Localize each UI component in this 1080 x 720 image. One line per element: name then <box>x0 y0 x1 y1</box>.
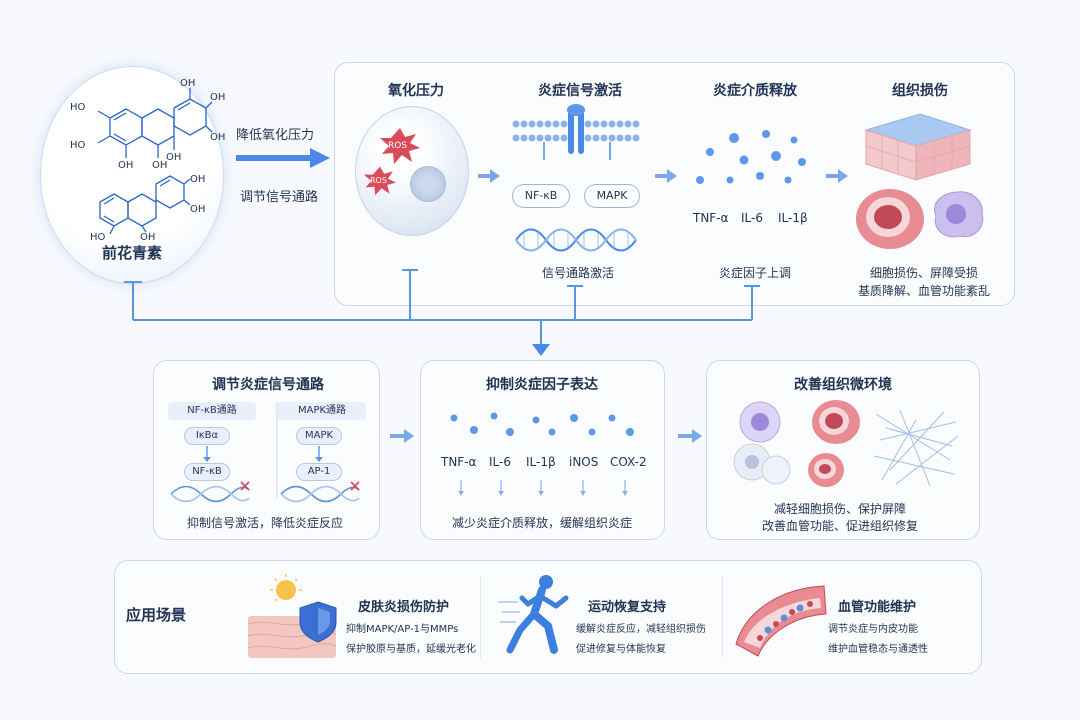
anthocyanin-name: 前花青素 <box>101 244 162 262</box>
svg-text:OH: OH <box>140 232 155 243</box>
microenv-cells-icon <box>733 400 959 487</box>
skin-shield-icon <box>247 574 337 658</box>
cytokine-particles-icon <box>450 412 634 436</box>
ros-burst-icon <box>380 128 420 164</box>
app-1-line-1: 抑制MAPK/AP-1与MMPs <box>346 624 459 635</box>
cytokine-panel-title: 抑制炎症因子表达 <box>486 377 598 393</box>
entry-label-top: 降低氧化压力 <box>236 128 315 143</box>
blood-vessel-icon <box>856 189 924 249</box>
svg-text:OH: OH <box>152 160 167 171</box>
app-3-line-2: 维护血管稳态与通透性 <box>828 644 928 655</box>
factor-il6: IL-6 <box>489 455 511 469</box>
nfkb-path-label: NF-κB通路 <box>168 402 256 420</box>
cytokine-tnf: TNF-α <box>693 211 729 225</box>
ros-badge-1: ROS <box>388 141 408 151</box>
divider <box>480 576 481 658</box>
stage-4-caption-2: 基质降解、血管功能紊乱 <box>857 284 990 298</box>
stage-title-tissue-damage: 组织损伤 <box>892 83 948 99</box>
entry-label-bottom: 调节信号通路 <box>240 190 319 205</box>
ros-badge-2: ROS <box>370 176 387 185</box>
nfkb-node-mid: NF-κB <box>184 463 230 481</box>
signaling-panel-title: 调节炎症信号通路 <box>212 377 324 393</box>
right-arrow-icon <box>655 169 677 183</box>
app-2-line-2: 促进修复与体能恢复 <box>576 644 666 655</box>
nfkb-node: NF-κB <box>512 184 570 208</box>
svg-text:HO: HO <box>90 232 106 243</box>
right-arrow-icon <box>390 429 414 443</box>
app-2-title: 运动恢复支持 <box>588 600 667 615</box>
svg-text:OH: OH <box>166 152 181 163</box>
tissue-block-icon <box>864 113 972 181</box>
runner-icon <box>498 575 569 654</box>
right-arrow-icon <box>826 169 848 183</box>
stage-title-inflammatory-signal: 炎症信号激活 <box>538 83 622 99</box>
stage-title-oxidative-stress: 氧化压力 <box>388 83 444 99</box>
immune-cell-icon <box>934 191 984 238</box>
app-3-title: 血管功能维护 <box>838 600 917 615</box>
mapk-node-mid: MAPK <box>296 427 342 445</box>
ros-burst-icon <box>364 166 396 196</box>
signaling-panel-caption: 抑制信号激活，降低炎症反应 <box>186 516 343 530</box>
down-arrows-icon <box>458 480 628 496</box>
mapk-path-label: MAPK通路 <box>278 402 366 420</box>
app-1-line-2: 保护胶原与基质，延缓光老化 <box>346 644 476 655</box>
app-2-line-1: 缓解炎症反应，减轻组织损伤 <box>576 624 706 635</box>
entry-arrow-icon <box>236 148 330 168</box>
factor-cox2: COX-2 <box>610 455 647 469</box>
stage-3-caption: 炎症因子上调 <box>718 266 791 280</box>
factor-il1b: IL-1β <box>526 455 556 469</box>
membrane-receptor-icon <box>512 104 640 160</box>
divider <box>722 576 723 658</box>
svg-text:OH: OH <box>210 132 225 143</box>
dna-helix-icon <box>515 228 637 252</box>
svg-text:OH: OH <box>190 204 205 215</box>
app-1-title: 皮肤炎损伤防护 <box>358 600 450 615</box>
nucleus-icon <box>410 166 446 202</box>
stage-2-caption: 信号通路激活 <box>541 266 614 280</box>
microenv-caption-1: 减轻细胞损伤、保护屏障 <box>773 502 906 516</box>
app-3-line-1: 调节炎症与内皮功能 <box>828 624 918 635</box>
anthocyanin-molecule-circle <box>40 66 224 284</box>
svg-text:OH: OH <box>180 78 195 89</box>
ap1-node: AP-1 <box>296 463 342 481</box>
svg-text:OH: OH <box>118 160 133 171</box>
blood-vessel-icon <box>735 585 827 657</box>
microenv-caption-2: 改善血管功能、促进组织修复 <box>761 519 918 533</box>
applications-title: 应用场景 <box>126 606 187 624</box>
pathway-arrows-icon <box>170 402 360 503</box>
microenv-panel-title: 改善组织微环境 <box>794 377 892 393</box>
svg-text:OH: OH <box>190 174 205 185</box>
cytokine-panel-caption: 减少炎症介质释放，缓解组织炎症 <box>451 516 632 530</box>
cell-icon <box>355 106 469 236</box>
mapk-node: MAPK <box>584 184 640 208</box>
svg-text:OH: OH <box>210 92 225 103</box>
factor-tnf: TNF-α <box>441 455 477 469</box>
right-arrow-icon <box>678 429 702 443</box>
signaling-panel <box>153 360 380 540</box>
stage-4-caption-1: 细胞损伤、屏障受损 <box>869 266 978 280</box>
right-arrow-icon <box>478 169 500 183</box>
cytokine-il1b: IL-1β <box>778 211 808 225</box>
mediator-particles-icon <box>696 130 806 184</box>
cytokine-panel <box>420 360 665 540</box>
cytokine-il6: IL-6 <box>741 211 763 225</box>
factor-inos: iNOS <box>569 455 599 469</box>
ikba-node: IκBα <box>184 427 230 445</box>
svg-text:HO: HO <box>70 140 86 151</box>
stage-title-mediator-release: 炎症介质释放 <box>713 83 797 99</box>
svg-text:HO: HO <box>70 102 86 113</box>
